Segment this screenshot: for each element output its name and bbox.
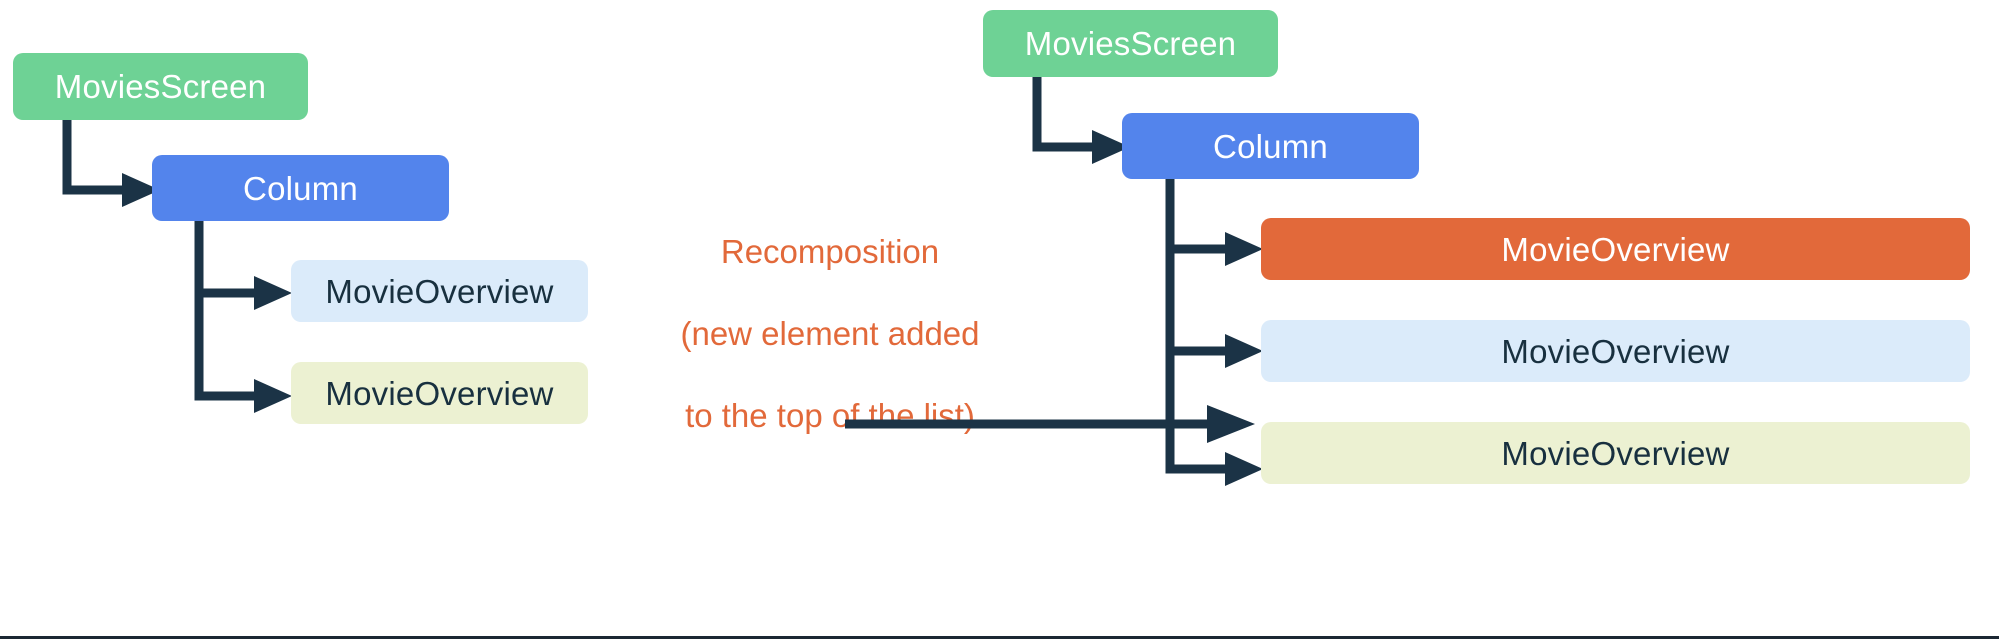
- transition-caption-text-1: Recomposition: [720, 233, 940, 270]
- before-connector-column-to-children: [194, 221, 292, 413]
- before-node-movie-overview-1-label: MovieOverview: [325, 272, 554, 310]
- before-node-movie-overview-1: MovieOverview: [291, 260, 588, 322]
- after-node-movie-overview-3-label: MovieOverview: [1501, 434, 1730, 472]
- bottom-divider: [0, 636, 1999, 639]
- before-node-movies-screen-label: MoviesScreen: [54, 68, 267, 105]
- after-node-column-label: Column: [1213, 127, 1328, 165]
- transition-caption-text-2: (new element added: [680, 315, 980, 352]
- before-node-movie-overview-2-label: MovieOverview: [325, 374, 554, 412]
- before-connector-root-to-column: [62, 120, 160, 207]
- after-node-movies-screen: MoviesScreen: [983, 10, 1278, 77]
- before-node-movie-overview-2: MovieOverview: [291, 362, 588, 424]
- after-node-column: Column: [1122, 113, 1419, 179]
- before-node-movies-screen: MoviesScreen: [13, 53, 308, 120]
- after-node-movie-overview-2: MovieOverview: [1261, 320, 1970, 382]
- transition-right-arrow-icon: [845, 405, 1255, 443]
- after-connector-root-to-column: [1032, 77, 1130, 164]
- before-node-column-label: Column: [243, 169, 358, 207]
- after-node-movie-overview-3: MovieOverview: [1261, 422, 1970, 484]
- before-node-column: Column: [152, 155, 449, 221]
- after-node-movie-overview-1: MovieOverview: [1261, 218, 1970, 280]
- after-node-movie-overview-2-label: MovieOverview: [1501, 332, 1730, 370]
- after-node-movies-screen-label: MoviesScreen: [1024, 25, 1237, 62]
- after-node-movie-overview-1-label: MovieOverview: [1501, 230, 1730, 268]
- after-connector-column-to-children: [1165, 179, 1263, 486]
